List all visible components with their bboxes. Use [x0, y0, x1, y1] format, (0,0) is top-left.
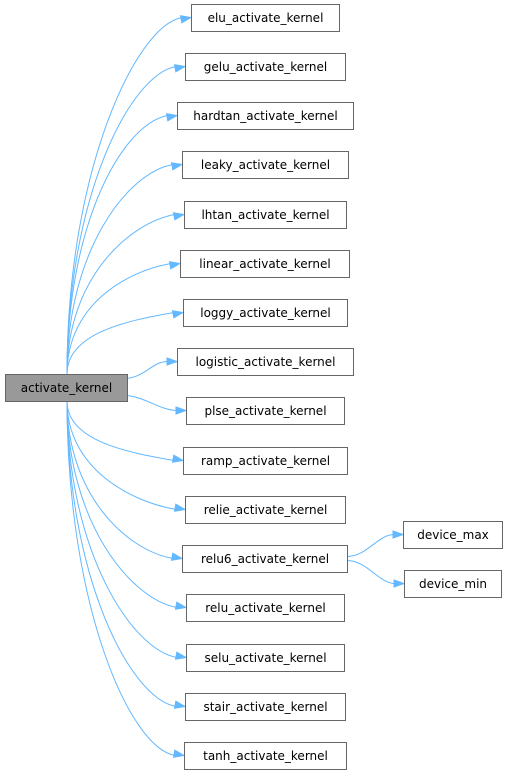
node-logistic[interactable]: logistic_activate_kernel [177, 348, 354, 376]
node-label: relie_activate_kernel [204, 503, 328, 517]
node-linear[interactable]: linear_activate_kernel [180, 250, 350, 278]
node-device-max[interactable]: device_max [403, 521, 503, 549]
node-box [404, 570, 502, 598]
edge-activate_kernel-to-relu6 [66, 400, 174, 559]
node-box [186, 644, 345, 672]
node-box [183, 447, 348, 475]
arrowhead-relie [173, 503, 187, 512]
edge-activate_kernel-to-logistic [126, 361, 169, 379]
edge-activate_kernel-to-stair [66, 400, 177, 707]
node-relu[interactable]: relu_activate_kernel [186, 594, 345, 622]
node-label: ramp_activate_kernel [201, 454, 330, 468]
edge-activate_kernel-to-relu [66, 400, 178, 608]
edge-activate_kernel-to-tanh [66, 400, 176, 756]
node-hardtan[interactable]: hardtan_activate_kernel [177, 102, 354, 130]
edge-layer [66, 15, 406, 758]
node-label: logistic_activate_kernel [196, 355, 336, 369]
node-relu6[interactable]: relu6_activate_kernel [182, 545, 348, 573]
arrowhead-lhtan [172, 212, 186, 221]
arrowhead-stair [173, 700, 187, 709]
node-label: relu6_activate_kernel [201, 552, 329, 566]
node-lhtan[interactable]: lhtan_activate_kernel [184, 201, 347, 229]
node-selu[interactable]: selu_activate_kernel [186, 644, 345, 672]
edge-activate_kernel-to-ramp [66, 400, 175, 461]
node-box [177, 348, 354, 376]
node-box [191, 4, 340, 32]
edge-activate_kernel-to-linear [66, 263, 172, 375]
node-label: linear_activate_kernel [199, 257, 330, 271]
arrowhead-logistic [166, 357, 179, 366]
edge-relu6-to-device_min [346, 560, 396, 584]
edge-activate_kernel-to-lhtan [66, 214, 176, 375]
node-label: relu_activate_kernel [205, 601, 325, 615]
arrowhead-plse [175, 406, 188, 415]
edge-activate_kernel-to-plse [126, 395, 178, 411]
edge-activate_kernel-to-hardtan [66, 115, 169, 375]
arrowhead-loggy [171, 310, 185, 319]
node-label: tanh_activate_kernel [203, 749, 328, 763]
node-label: plse_activate_kernel [204, 404, 326, 418]
node-box [184, 742, 347, 770]
node-box [184, 201, 347, 229]
arrowhead-ramp [171, 454, 185, 463]
node-box [186, 594, 345, 622]
edge-activate_kernel-to-relie [66, 400, 177, 510]
node-box [180, 250, 350, 278]
edge-activate_kernel-to-elu [66, 17, 183, 375]
node-label: device_min [419, 577, 487, 591]
node-label: selu_activate_kernel [204, 651, 326, 665]
node-label: stair_activate_kernel [203, 700, 327, 714]
node-label: activate_kernel [21, 381, 112, 395]
node-label: lhtan_activate_kernel [201, 208, 329, 222]
arrowhead-leaky [170, 162, 184, 171]
node-box [186, 397, 345, 425]
node-label: gelu_activate_kernel [204, 60, 327, 74]
node-elu[interactable]: elu_activate_kernel [191, 4, 340, 32]
node-box [185, 496, 346, 524]
node-box [183, 299, 348, 327]
node-label: leaky_activate_kernel [201, 158, 330, 172]
arrowhead-relu [174, 601, 188, 610]
edge-activate_kernel-to-loggy [66, 312, 175, 375]
node-leaky[interactable]: leaky_activate_kernel [182, 151, 349, 179]
node-box [177, 102, 354, 130]
edge-activate_kernel-to-gelu [66, 66, 177, 375]
arrowhead-device_min [393, 579, 406, 588]
node-box [403, 521, 503, 549]
node-activate-kernel[interactable]: activate_kernel [5, 374, 128, 402]
node-box [182, 545, 348, 573]
edge-activate_kernel-to-selu [66, 400, 178, 658]
node-stair[interactable]: stair_activate_kernel [185, 693, 346, 721]
edge-activate_kernel-to-leaky [66, 164, 174, 375]
arrowhead-tanh [172, 749, 186, 758]
arrowhead-selu [174, 651, 188, 660]
arrowhead-elu [179, 15, 193, 24]
arrowhead-hardtan [165, 113, 179, 122]
node-layer: activate_kernel elu_activate_kernel gelu_a… [5, 4, 503, 770]
node-label: device_max [417, 528, 489, 542]
arrowhead-device_max [392, 530, 405, 539]
node-gelu[interactable]: gelu_activate_kernel [185, 53, 346, 81]
arrowhead-relu6 [170, 552, 184, 561]
node-label: loggy_activate_kernel [200, 306, 331, 320]
node-label: hardtan_activate_kernel [193, 109, 337, 123]
arrowhead-gelu [173, 64, 187, 73]
node-box [5, 374, 128, 402]
node-box [185, 53, 346, 81]
node-ramp[interactable]: ramp_activate_kernel [183, 447, 348, 475]
node-tanh[interactable]: tanh_activate_kernel [184, 742, 347, 770]
node-box [185, 693, 346, 721]
arrowhead-linear [168, 261, 182, 270]
node-label: elu_activate_kernel [208, 11, 324, 25]
node-loggy[interactable]: loggy_activate_kernel [183, 299, 348, 327]
node-relie[interactable]: relie_activate_kernel [185, 496, 346, 524]
edge-relu6-to-device_max [346, 534, 395, 557]
node-device-min[interactable]: device_min [404, 570, 502, 598]
node-box [182, 151, 349, 179]
node-plse[interactable]: plse_activate_kernel [186, 397, 345, 425]
